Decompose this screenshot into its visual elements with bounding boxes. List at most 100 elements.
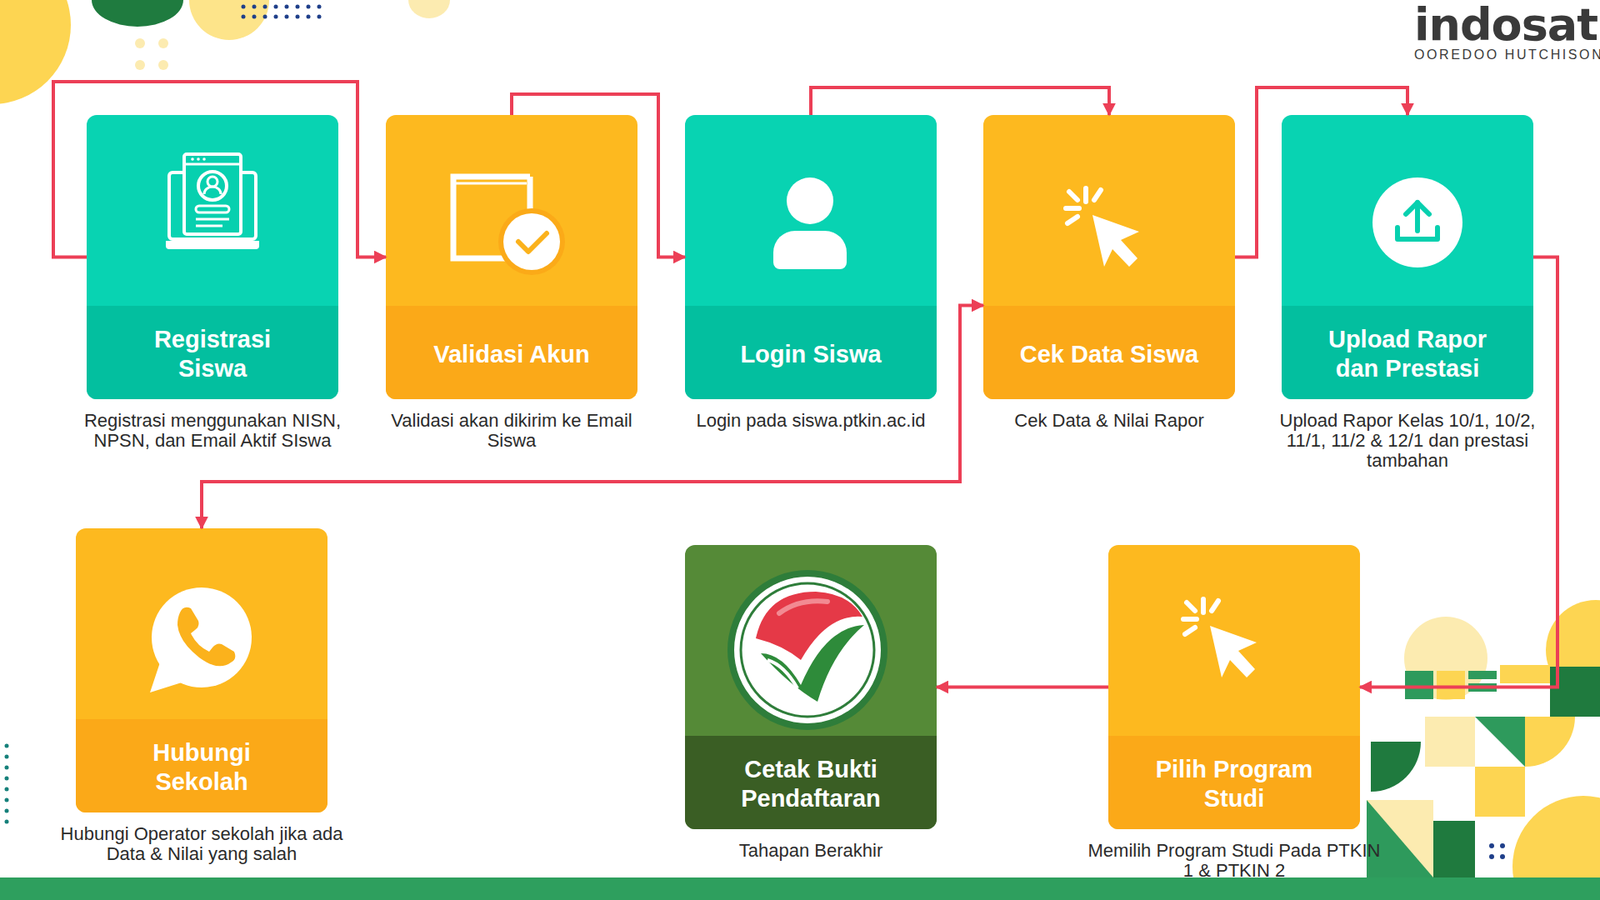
step-caption: Tahapan Berakhir: [668, 840, 954, 861]
brand-logo-text: OOREDOO HUTCHISON: [1414, 47, 1600, 63]
corner-shapes: [1433, 820, 1475, 878]
dot-grid: [252, 5, 257, 10]
dot-column: [5, 809, 10, 814]
whatsapp-icon: [150, 587, 252, 693]
corner-shapes: [1500, 665, 1550, 684]
validation-icon: [503, 213, 560, 270]
ptkin-logo: [760, 625, 865, 702]
step-card: Validasi Akun: [385, 115, 638, 400]
corner-shapes: [1468, 670, 1497, 680]
step-caption: Memilih Program Studi Pada PTKIN 1 & PTK…: [1084, 840, 1385, 881]
validation-icon: [527, 176, 534, 212]
corner-shapes: [91, 0, 184, 27]
dot-grid: [295, 5, 300, 10]
registration-icon: [196, 157, 200, 161]
dot-column: [5, 787, 10, 792]
step-caption: Cek Data & Nilai Rapor: [966, 410, 1252, 431]
corner-shapes: [1545, 600, 1600, 700]
upload-icon: [1372, 177, 1463, 268]
step-title: Registrasi Siswa: [129, 325, 296, 384]
dot-grid: [306, 5, 311, 10]
corner-shapes: [1475, 716, 1525, 767]
registration-icon: [207, 176, 218, 187]
click-icon: [1092, 215, 1140, 267]
upload-icon: [1415, 202, 1420, 231]
ptkin-logo: [740, 583, 875, 717]
brand-logo: indosatOOREDOO HUTCHISON: [1414, 0, 1600, 63]
step-card: Cetak Bukti Pendaftaran: [685, 545, 937, 830]
step-card: Pilih Program Studi: [1108, 545, 1360, 830]
corner-shapes: [1500, 843, 1505, 849]
dot-grid: [241, 5, 322, 20]
dot-grid: [241, 15, 246, 20]
corner-shapes: [1489, 854, 1495, 860]
validation-icon: [453, 176, 530, 259]
dot-grid: [263, 15, 268, 20]
step-box: Validasi AkunValidasi akan dikirim ke Em…: [385, 115, 638, 400]
step-title: Pilih Program Studi: [1142, 755, 1326, 814]
whatsapp-icon: [177, 607, 235, 667]
step-caption: Login pada siswa.ptkin.ac.id: [668, 410, 954, 431]
whatsapp-icon: [151, 587, 252, 688]
dot-grid: [285, 5, 290, 10]
dot-column: [5, 776, 10, 781]
brand-logo-text: indosat: [1414, 0, 1600, 50]
click-icon: [1065, 188, 1101, 224]
corner-shapes: [1366, 800, 1434, 878]
click-icon: [1083, 188, 1089, 202]
step-band: Cetak Bukti Pendaftaran: [685, 735, 937, 830]
user-icon: [773, 230, 847, 270]
step-box: Login SiswaLogin pada siswa.ptkin.ac.id: [685, 115, 937, 400]
dot-grid: [241, 5, 246, 10]
step-box: Upload Rapor dan PrestasiUpload Rapor Ke…: [1281, 115, 1534, 400]
dot-grid: [306, 15, 311, 20]
registration-icon: [198, 171, 227, 200]
dot-grid: [274, 5, 279, 10]
corner-shapes: [135, 60, 145, 70]
step-card: Hubungi Sekolah: [75, 528, 328, 813]
dot-grid: [285, 15, 290, 20]
step-title: Cek Data Siswa: [1020, 340, 1199, 370]
ptkin-logo: [767, 660, 798, 689]
flow-arrow: [1235, 87, 1408, 258]
corner-shapes: [1500, 854, 1505, 860]
step-band: Pilih Program Studi: [1108, 735, 1360, 830]
corner-shapes: [1370, 741, 1421, 792]
step-box: Cetak Bukti PendaftaranTahapan Berakhir: [685, 545, 937, 830]
dot-grid: [274, 15, 279, 20]
registration-icon: [184, 154, 241, 235]
flow-arrow: [201, 305, 984, 530]
click-icon: [1211, 600, 1219, 611]
step-title: Hubungi Sekolah: [118, 738, 285, 797]
step-box: Pilih Program StudiMemilih Program Studi…: [1108, 545, 1360, 830]
registration-icon: [195, 225, 223, 228]
dot-column: [5, 765, 10, 770]
corner-shapes: [0, 0, 450, 105]
click-icon: [1183, 599, 1219, 635]
corner-shapes: [0, 0, 71, 105]
corner-shapes: [1366, 800, 1434, 878]
corner-shapes: [1475, 766, 1525, 817]
click-icon: [1210, 625, 1257, 678]
dot-column: [5, 744, 10, 749]
corner-shapes: [1404, 616, 1488, 700]
flow-arrow: [511, 94, 685, 258]
corner-shapes: [1468, 683, 1497, 692]
validation-icon: [498, 208, 565, 275]
registration-icon: [202, 157, 206, 161]
validation-icon: [518, 233, 547, 252]
registration-icon: [169, 172, 256, 240]
registration-icon: [165, 154, 260, 250]
click-icon: [1094, 190, 1101, 200]
flow-arrow: [936, 685, 1109, 690]
ptkin-logo: [779, 600, 828, 614]
step-band: Login Siswa: [685, 305, 937, 400]
upload-icon: [1397, 202, 1438, 240]
validation-icon: [453, 182, 527, 185]
click-icon: [1067, 216, 1078, 224]
step-band: Validasi Akun: [385, 305, 638, 400]
dot-grid: [317, 5, 322, 10]
step-title: Validasi Akun: [433, 340, 590, 370]
ptkin-logo: [730, 573, 885, 727]
